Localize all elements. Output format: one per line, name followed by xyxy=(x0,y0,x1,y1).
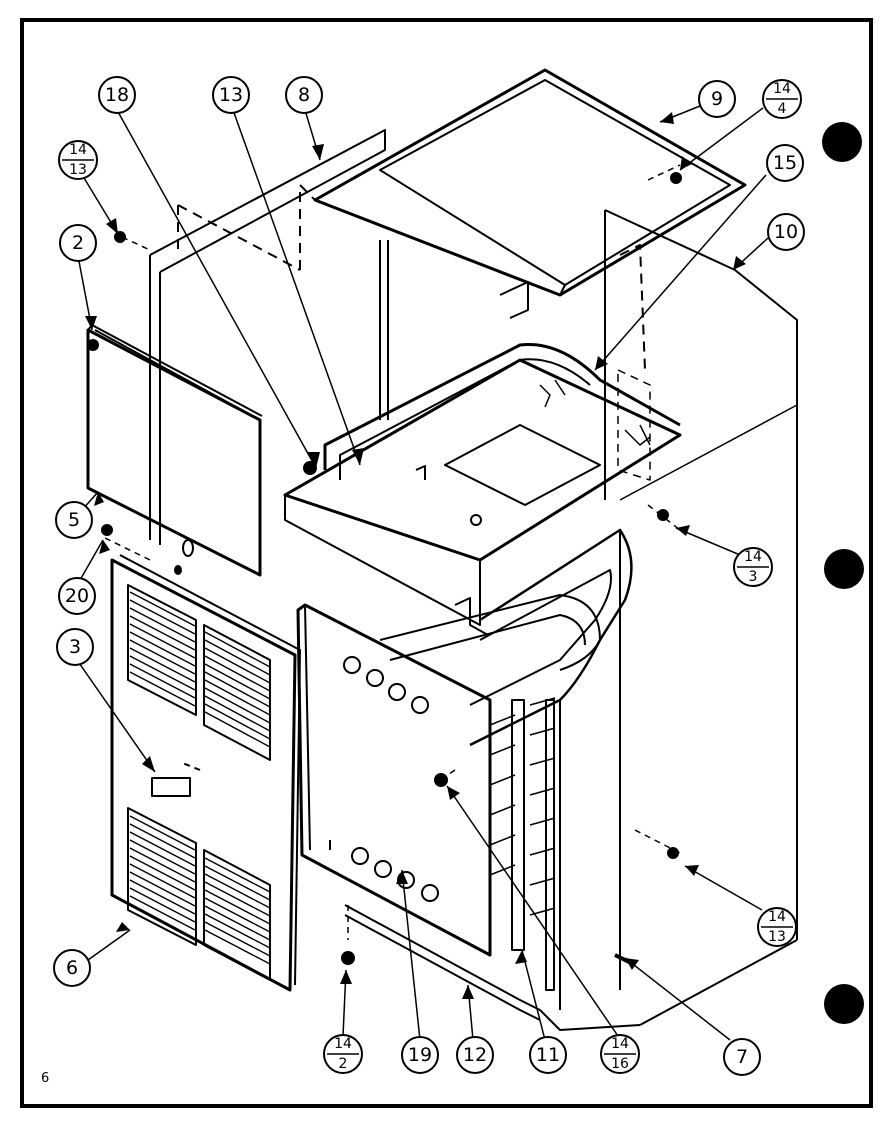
label-6: 6 xyxy=(66,957,78,979)
callout-20 xyxy=(58,577,96,615)
label-15: 15 xyxy=(773,152,797,174)
label-12: 12 xyxy=(463,1044,487,1066)
callout-15 xyxy=(766,144,804,182)
callout-2 xyxy=(59,224,97,262)
screw-f14-13a xyxy=(114,231,126,243)
grommet-20 xyxy=(101,524,113,536)
callout-6 xyxy=(53,949,91,987)
callout-7 xyxy=(723,1038,761,1076)
frac-14-13b-bottom: 13 xyxy=(768,929,786,945)
registration-dot-middle xyxy=(824,549,864,589)
louver-hatching xyxy=(129,591,271,965)
frac-14-2-top: 14 xyxy=(334,1036,352,1052)
label-2: 2 xyxy=(72,232,84,254)
frac-14-4-top: 14 xyxy=(773,81,791,97)
callout-8 xyxy=(285,76,323,114)
diagram-border xyxy=(20,18,873,1108)
top-cover-panel xyxy=(313,68,747,319)
callout-11 xyxy=(529,1036,567,1074)
label-11: 11 xyxy=(536,1044,560,1066)
screw-f14-4 xyxy=(670,172,682,184)
screw-f14-3 xyxy=(657,509,669,521)
screw-f14-2 xyxy=(341,951,355,965)
heat-exchanger xyxy=(379,528,641,1031)
callout-13 xyxy=(212,76,250,114)
screw-f14-13b xyxy=(667,847,679,859)
frac-14-3-top: 14 xyxy=(744,549,762,565)
cabinet-back-panel xyxy=(604,209,798,1026)
label-7: 7 xyxy=(736,1046,748,1068)
label-10: 10 xyxy=(774,221,798,243)
fraction-dividers xyxy=(62,98,798,1055)
filter-access-panel xyxy=(86,324,263,577)
frac-14-4-bottom: 4 xyxy=(778,101,787,117)
callout-12 xyxy=(456,1036,494,1074)
callout-5 xyxy=(55,501,93,539)
blower-deck xyxy=(283,342,682,636)
fasteners xyxy=(101,172,682,967)
frac-14-13a-bottom: 13 xyxy=(69,162,87,178)
page-number: 6 xyxy=(41,1071,50,1086)
callout-9 xyxy=(698,80,736,118)
arrowheads xyxy=(85,112,746,999)
callout-10 xyxy=(767,213,805,251)
registration-dot-top xyxy=(822,122,862,162)
label-19: 19 xyxy=(408,1044,432,1066)
burner-panel xyxy=(296,603,541,1021)
frac-14-13b-top: 14 xyxy=(768,909,786,925)
callout-18 xyxy=(98,76,136,114)
callout-19 xyxy=(401,1036,439,1074)
label-5: 5 xyxy=(68,509,80,531)
label-18: 18 xyxy=(105,84,129,106)
frac-14-2-bottom: 2 xyxy=(339,1056,348,1072)
frac-14-3-bottom: 3 xyxy=(749,569,758,585)
dashed-leaders xyxy=(104,164,681,940)
frac-14-16-bottom: 16 xyxy=(611,1056,629,1072)
label-9: 9 xyxy=(711,88,723,110)
callout-3 xyxy=(56,628,94,666)
registration-dot-bottom xyxy=(824,984,864,1024)
label-3: 3 xyxy=(69,636,81,658)
label-20: 20 xyxy=(65,585,89,607)
label-13: 13 xyxy=(219,84,243,106)
frac-14-16-top: 14 xyxy=(611,1036,629,1052)
frac-14-13a-top: 14 xyxy=(69,142,87,158)
label-8: 8 xyxy=(298,84,310,106)
side-panel xyxy=(149,129,646,545)
front-louvered-door xyxy=(110,554,301,992)
